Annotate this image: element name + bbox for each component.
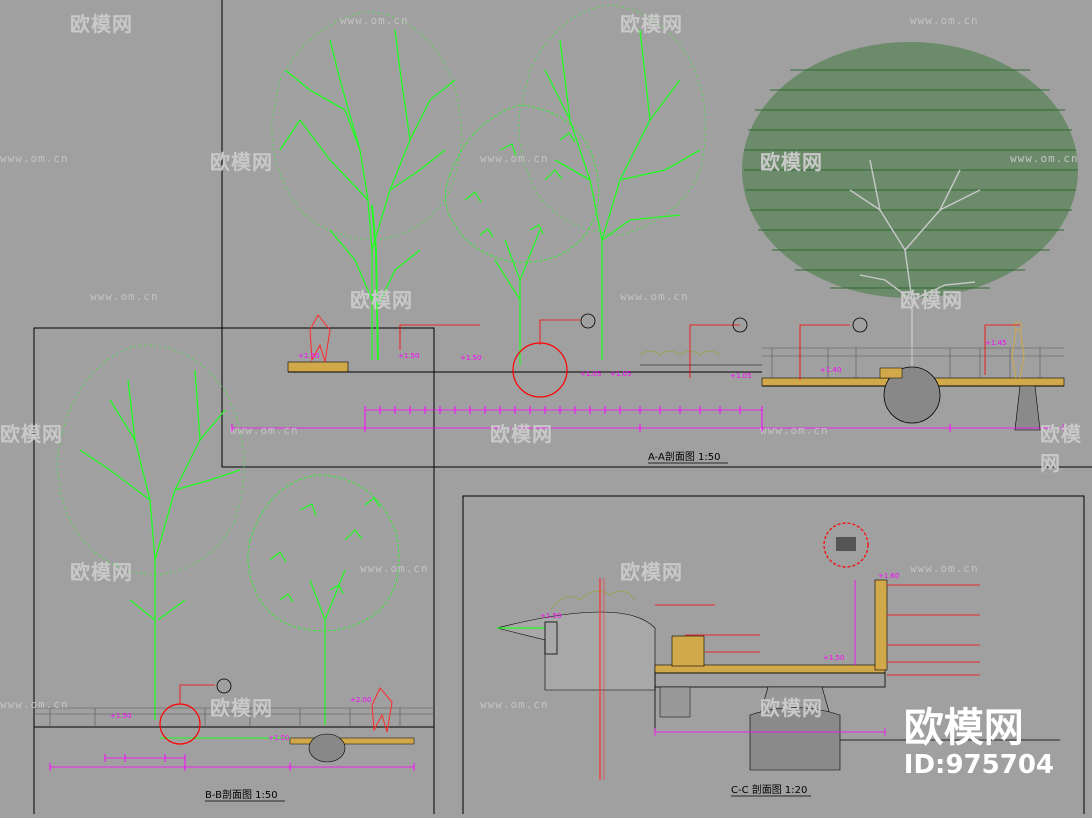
watermark-url: www.om.cn	[230, 424, 299, 437]
detail-callout-c-c	[823, 522, 869, 568]
brand-name: 欧模网	[903, 705, 1024, 751]
tree-hatched-large	[742, 42, 1078, 380]
svg-text:+1.50: +1.50	[298, 352, 319, 360]
ground-line-b-b	[34, 707, 434, 763]
svg-text:+1.50: +1.50	[823, 654, 844, 662]
watermark-logo: 欧模网	[1040, 422, 1082, 475]
drawing-frames	[33, 0, 1092, 814]
watermark-url: www.om.cn	[910, 14, 979, 27]
watermark-url: www.om.cn	[1010, 152, 1079, 165]
section-title-b-b: B-B剖面图 1:50	[205, 788, 285, 802]
section-markers-a-a	[580, 313, 868, 333]
frame-a-a	[221, 0, 1092, 468]
watermark-url: www.om.cn	[90, 290, 159, 303]
watermark-logo: 欧模网	[760, 696, 823, 720]
watermark-url: www.om.cn	[340, 14, 409, 27]
watermark-logo: 欧模网	[70, 12, 133, 36]
leaders-c-c	[655, 584, 980, 676]
frame-b-b	[33, 327, 435, 814]
section-title-a-a: A-A剖面图 1:50	[648, 450, 728, 464]
watermark-url: www.om.cn	[760, 424, 829, 437]
section-title-text: C-C 剖面图 1:20	[731, 783, 807, 796]
brand-stamp: 欧模网 ID:975704	[904, 706, 1054, 780]
detail-callout-a-a	[512, 342, 568, 398]
detail-marker-c-c	[836, 537, 856, 551]
section-title-text: A-A剖面图 1:50	[648, 450, 721, 463]
svg-text:+2.00: +2.00	[350, 696, 371, 704]
watermark-logo: 欧模网	[70, 560, 133, 584]
tree-deciduous-2	[518, 4, 706, 360]
watermark-url: www.om.cn	[620, 290, 689, 303]
svg-text:+1.50: +1.50	[460, 354, 481, 362]
deck-structure-c-c	[654, 579, 888, 771]
svg-text:+1.05: +1.05	[580, 370, 601, 378]
svg-text:+1.40: +1.40	[820, 366, 841, 374]
frame-c-c	[462, 495, 1085, 814]
svg-text:+1.50: +1.50	[398, 352, 419, 360]
watermark-logo: 欧模网	[0, 422, 63, 446]
section-title-text: B-B剖面图 1:50	[205, 788, 278, 801]
dimension-line-c-c	[654, 580, 886, 736]
ground-mound-c-c	[496, 578, 656, 780]
watermark-logo: 欧模网	[350, 288, 413, 312]
watermark-url: www.om.cn	[360, 562, 429, 575]
section-a-a: +1.50 +1.50 +1.50 +1.05 +1.05 +1.05 +1.40 +1.…	[231, 4, 1078, 464]
dimension-line-a-a	[231, 406, 1065, 432]
watermark-logo: 欧模网	[620, 12, 683, 36]
svg-text:+1.45: +1.45	[985, 339, 1006, 347]
watermark-logo: 欧模网	[210, 150, 273, 174]
watermark-logo: 欧模网	[210, 696, 273, 720]
person-figure-a-2	[1011, 321, 1025, 379]
section-c-c: +1.50 +1.50 +1.60 C-C 剖面图 1:20	[496, 522, 1060, 797]
tree-deciduous-b-1	[57, 344, 245, 720]
elevation-marks-c-c: +1.50 +1.50 +1.60	[540, 572, 899, 662]
svg-text:+1.00: +1.00	[268, 734, 289, 742]
elevation-marks-a-a: +1.50 +1.50 +1.50 +1.05 +1.05 +1.05 +1.40 +1.…	[298, 339, 1006, 380]
elevation-marks-b-b: +1.50 +2.00 +1.00	[110, 696, 371, 742]
svg-text:+1.05: +1.05	[610, 370, 631, 378]
tree-deciduous-1	[271, 12, 462, 361]
svg-text:+1.50: +1.50	[110, 712, 131, 720]
watermark-url: www.om.cn	[0, 152, 69, 165]
watermark-url: www.om.cn	[0, 698, 69, 711]
svg-text:+1.50: +1.50	[540, 612, 561, 620]
leaders-a-a	[399, 319, 1020, 380]
watermark-url: www.om.cn	[910, 562, 979, 575]
watermark-url: www.om.cn	[480, 698, 549, 711]
tree-bushy-b-1	[247, 474, 400, 725]
svg-text:+1.60: +1.60	[878, 572, 899, 580]
leaders-b-b	[179, 684, 215, 704]
dimension-line-b-b	[49, 754, 415, 771]
ground-line-a-a	[287, 347, 1065, 431]
person-figure-b-1	[371, 687, 393, 733]
section-title-c-c: C-C 剖面图 1:20	[731, 783, 811, 797]
svg-text:+1.05: +1.05	[730, 372, 751, 380]
watermark-url: www.om.cn	[480, 152, 549, 165]
tree-bushy-1	[445, 104, 600, 365]
watermark-logo: 欧模网	[760, 150, 823, 174]
section-b-b: +1.50 +2.00 +1.00 B-B剖面图 1:50	[34, 344, 434, 802]
watermark-logo: 欧模网	[900, 288, 963, 312]
watermark-logo: 欧模网	[490, 422, 553, 446]
watermark-logo: 欧模网	[620, 560, 683, 584]
brand-id: ID:975704	[903, 750, 1054, 780]
person-figure-a-1	[309, 314, 331, 363]
